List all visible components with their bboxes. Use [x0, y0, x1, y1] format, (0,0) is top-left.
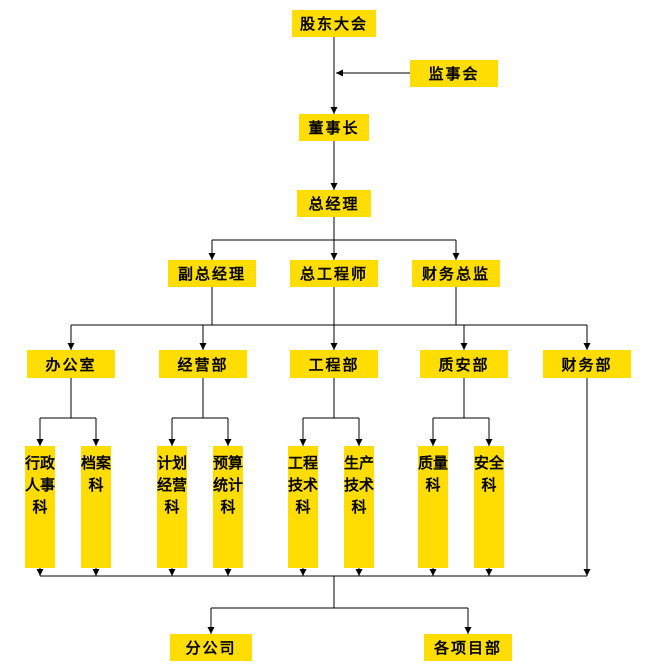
node-budget-statistics-section: 预算统计科: [213, 446, 243, 568]
node-quality-safety-dept: 质安部: [420, 350, 508, 378]
node-project-departments: 各项目部: [424, 634, 512, 661]
node-engineering-tech-section: 工程技术科: [288, 446, 318, 568]
node-finance-director: 财务总监: [412, 260, 500, 287]
node-engineering-dept: 工程部: [290, 350, 378, 378]
node-finance-dept: 财务部: [543, 350, 631, 378]
node-chairman: 董事长: [299, 114, 369, 141]
node-deputy-general-manager: 副总经理: [168, 260, 256, 287]
node-quality-section: 质量科: [418, 446, 448, 568]
node-branch-company: 分公司: [170, 634, 252, 661]
node-admin-hr-section: 行政人事科: [25, 446, 55, 568]
node-chief-engineer: 总工程师: [290, 260, 378, 287]
node-shareholders-meeting: 股东大会: [292, 10, 376, 37]
node-archives-section: 档案科: [81, 446, 111, 568]
node-safety-section: 安全科: [474, 446, 504, 568]
node-planning-business-section: 计划经营科: [157, 446, 187, 568]
node-production-tech-section: 生产技术科: [344, 446, 374, 568]
node-general-manager: 总经理: [297, 190, 371, 217]
node-business-dept: 经营部: [159, 350, 247, 378]
node-supervisory-board: 监事会: [410, 60, 498, 87]
node-office: 办公室: [27, 350, 115, 378]
